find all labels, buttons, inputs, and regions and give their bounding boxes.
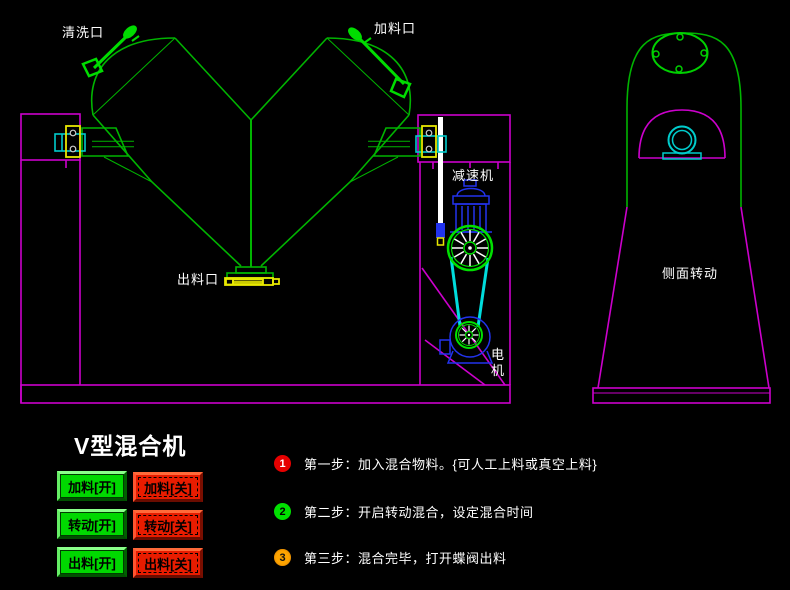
feed-port-nozzle [348,27,412,99]
step-2-badge: 2 [274,503,291,520]
step-1-badge: 1 [274,455,291,472]
discharge-open-button[interactable]: 出料[开] [57,547,127,577]
discharge-close-button[interactable]: 出料[关] [133,548,203,578]
step-row-2: 2 第二步：开启转动混合，设定混合时间 [274,503,534,520]
feed-open-button[interactable]: 加料[开] [57,471,127,501]
reducer-label: 减速机 [452,168,494,183]
motor-label-top: 电 [491,347,505,362]
step-row-3: 3 第三步：混合完毕，打开蝶阀出料 [274,549,507,566]
rotate-open-button[interactable]: 转动[开] [57,509,127,539]
left-bearing [54,125,86,158]
step-2-text: 第二步：开启转动混合，设定混合时间 [304,505,534,520]
step-1-text: 第一步：加入混合物料。{可人工上料或真空上料} [304,457,598,472]
page-title: V型混合机 [74,433,187,459]
motor-label-bottom: 机 [491,363,505,378]
clean-port-nozzle [81,25,140,78]
discharge-valve [224,266,280,286]
side-flange [651,32,709,74]
rotate-close-button[interactable]: 转动[关] [133,510,203,540]
feed-close-button[interactable]: 加料[关] [133,472,203,502]
side-view [592,32,771,404]
reducer [450,179,492,233]
step-row-1: 1 第一步：加入混合物料。{可人工上料或真空上料} [274,455,597,472]
step-3-text: 第三步：混合完毕，打开蝶阀出料 [304,551,507,566]
big-pulley [446,224,494,272]
step-3-badge: 3 [274,549,291,566]
v-vessel [81,37,421,267]
drive-belt [449,256,490,328]
motor [439,316,494,364]
side-bearing [662,125,702,160]
machine-drawing: 清洗口 加料口 出料口 减速机 电 机 侧面转动 [20,21,771,404]
clean-port-label: 清洗口 [62,25,104,40]
right-bearing [415,125,447,158]
feed-port-label: 加料口 [374,21,416,36]
discharge-port-label: 出料口 [177,272,219,287]
side-stand [592,109,771,404]
side-view-label: 侧面转动 [662,266,718,281]
drive-shaft [436,117,445,246]
